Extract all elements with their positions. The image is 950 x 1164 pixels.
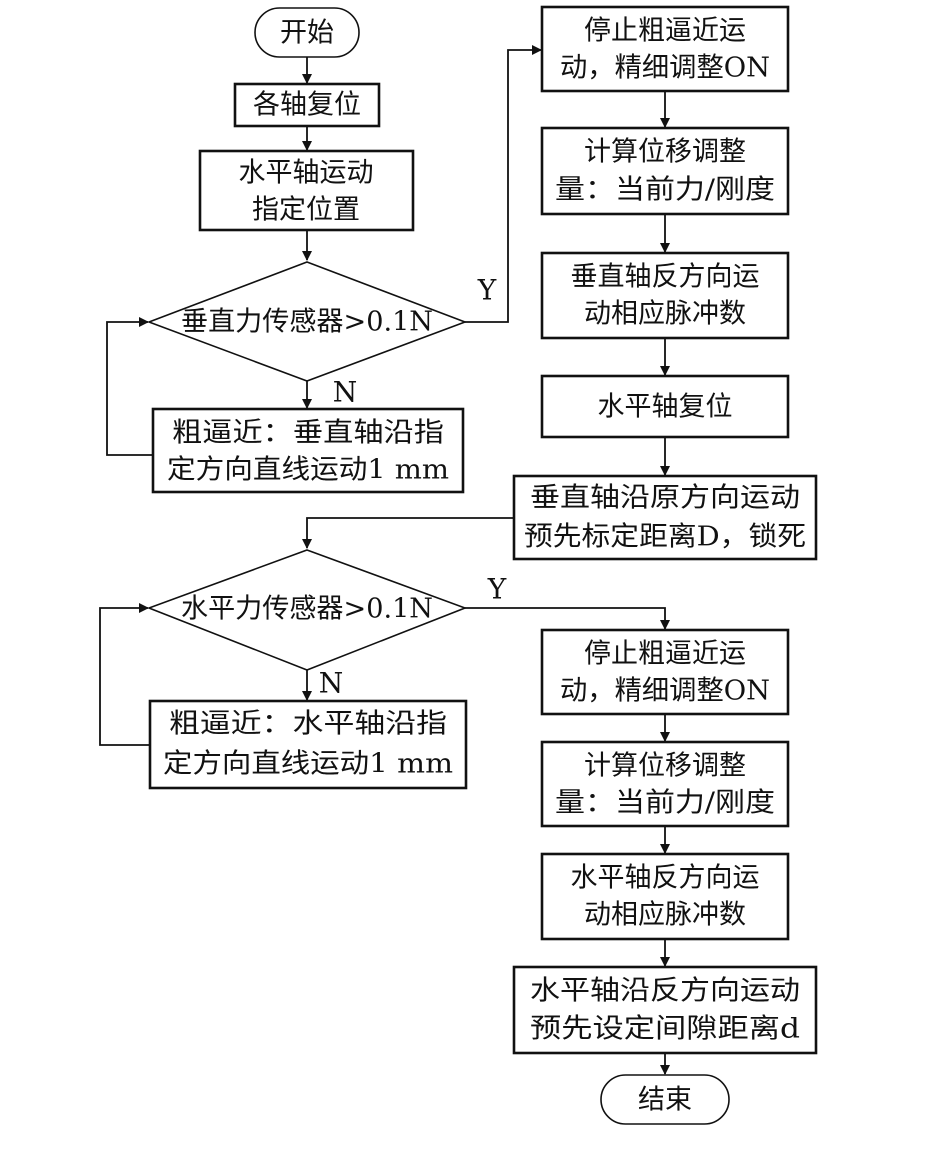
- arrow-hcoarse-loop: [99, 603, 150, 746]
- h-move-label-line2: 指定位置: [252, 195, 360, 226]
- node-labels: 开始 各轴复位 水平轴运动 指定位置 垂直力传感器>0.1N 粗逼近：垂直轴沿指…: [163, 16, 806, 1116]
- h-final-label-line1: 水平轴沿反方向运动: [530, 976, 800, 1007]
- v-check-yes-label: Y: [477, 274, 497, 307]
- v-check-no-label: N: [333, 376, 358, 409]
- h-calc-box: [540, 740, 790, 828]
- node-shapes: [146, 5, 818, 1125]
- arrow-hcheck-yes: [465, 607, 670, 630]
- reset-axes-label: 各轴复位: [253, 90, 361, 121]
- v-lock-label-line2: 预先标定距离D，锁死: [524, 522, 806, 553]
- h-coarse-label-line2: 定方向直线运动1 mm: [163, 749, 453, 780]
- v-lock-box: [512, 474, 818, 561]
- arrow-vcoarse-loop: [106, 317, 153, 456]
- h-stop-label-line1: 停止粗逼近运: [584, 639, 746, 670]
- end-label: 结束: [638, 1085, 692, 1116]
- arrow-vcheck-yes: [465, 45, 542, 323]
- end-terminal: [600, 1074, 730, 1125]
- h-stop-label-line2: 动，精细调整ON: [560, 676, 770, 707]
- h-final-box: [512, 965, 818, 1055]
- start-terminal: [254, 7, 360, 58]
- v-stop-box: [540, 5, 790, 93]
- v-stop-label-line2: 动，精细调整ON: [560, 53, 770, 84]
- v-reverse-label-line2: 动相应脉冲数: [584, 299, 746, 330]
- h-reverse-box: [540, 852, 790, 941]
- v-reverse-box: [540, 251, 790, 340]
- v-calc-box: [540, 126, 790, 216]
- v-calc-label-line1: 计算位移调整: [584, 137, 746, 168]
- v-reverse-label-line1: 垂直轴反方向运: [571, 262, 760, 293]
- start-label: 开始: [280, 18, 334, 49]
- h-move-label-line1: 水平轴运动: [239, 158, 374, 189]
- h-coarse-label-line1: 粗逼近：水平轴沿指: [169, 709, 447, 740]
- connectors: [99, 45, 670, 1075]
- h-reset-box: [540, 374, 790, 439]
- h-reverse-label-line2: 动相应脉冲数: [584, 900, 746, 931]
- v-stop-label-line1: 停止粗逼近运: [584, 16, 746, 47]
- reset-axes-box: [233, 82, 381, 128]
- h-stop-box: [540, 628, 790, 716]
- h-reverse-label-line1: 水平轴反方向运: [571, 863, 760, 894]
- v-coarse-label-line1: 粗逼近：垂直轴沿指: [172, 418, 444, 449]
- v-lock-label-line1: 垂直轴沿原方向运动: [530, 483, 800, 514]
- v-coarse-box: [151, 407, 465, 494]
- h-final-label-line2: 预先设定间隙距离d: [530, 1014, 800, 1045]
- h-reset-label: 水平轴复位: [598, 392, 733, 423]
- arrow-vlock-to-hcheck: [302, 517, 514, 549]
- h-check-yes-label: Y: [487, 573, 507, 606]
- v-calc-label-line2: 量：当前力/刚度: [555, 175, 775, 206]
- h-coarse-box: [148, 699, 468, 790]
- h-check-label: 水平力传感器>0.1N: [181, 594, 433, 625]
- h-calc-label-line1: 计算位移调整: [584, 751, 746, 782]
- h-calc-label-line2: 量：当前力/刚度: [555, 788, 775, 819]
- h-check-diamond: [146, 549, 468, 671]
- v-check-diamond: [146, 261, 468, 382]
- h-move-box: [198, 149, 415, 232]
- v-check-label: 垂直力传感器>0.1N: [181, 307, 433, 338]
- v-coarse-label-line2: 定方向直线运动1 mm: [167, 455, 449, 486]
- h-check-no-label: N: [319, 667, 344, 700]
